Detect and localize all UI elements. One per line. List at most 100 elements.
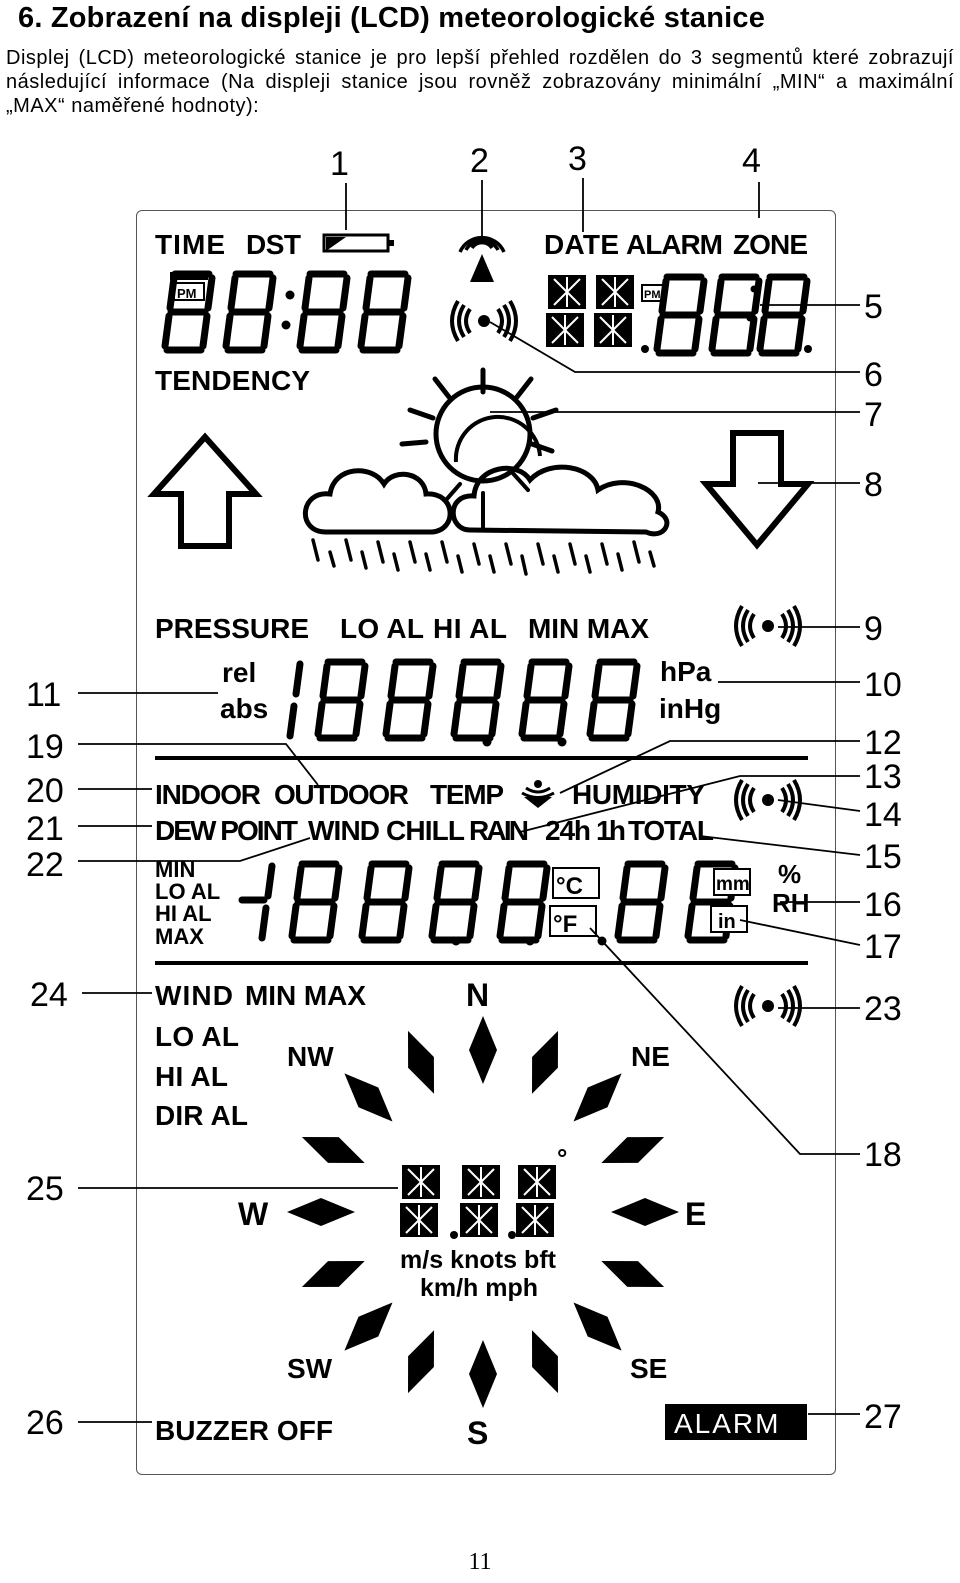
callout-number: 12: [864, 724, 902, 762]
pressure-display: [286, 662, 637, 747]
comfort-icon: [521, 780, 555, 808]
callout-number: 7: [864, 396, 883, 434]
compass-pointer: [532, 1330, 558, 1394]
compass-pointer: [301, 1137, 365, 1163]
time-display: PM: [165, 272, 408, 350]
dew-point-label: DEW POINT: [155, 815, 298, 846]
compass-pointer: [601, 1261, 665, 1287]
wind-min-max: MIN MAX: [245, 980, 366, 1011]
hpa-unit: hPa: [660, 656, 712, 687]
compass-e: E: [685, 1196, 706, 1232]
callout-number: 22: [26, 846, 64, 884]
callout-number: 13: [864, 758, 902, 796]
wind-speed-display: [399, 1164, 557, 1239]
compass-w: W: [238, 1196, 269, 1232]
pm-indicator: PM: [177, 286, 197, 301]
mm-unit: mm: [716, 874, 750, 895]
rain-label: RAIN: [469, 815, 529, 846]
compass-pointer: [301, 1261, 365, 1287]
callout-number: 1: [330, 145, 349, 183]
sun-icon: [399, 367, 559, 530]
callout-number: 23: [864, 990, 902, 1028]
compass-pointer: [408, 1330, 434, 1394]
callout-number: 27: [864, 1398, 902, 1436]
percent-unit: %: [778, 859, 801, 889]
temperature-display: °C °F mm in: [238, 864, 751, 946]
compass-pointer: [287, 1198, 355, 1226]
zone-label: ZONE: [733, 229, 808, 260]
compass-nw: NW: [287, 1041, 334, 1072]
temp-hi-al: HI AL: [155, 901, 212, 926]
callout-number: 24: [30, 976, 68, 1014]
buzzer-off-label: BUZZER OFF: [155, 1415, 333, 1446]
cloud-icon: [302, 464, 670, 537]
rh-unit: RH: [772, 888, 810, 918]
callout-number: 21: [26, 810, 64, 848]
alarm-label: ALARM: [626, 229, 723, 260]
callout-number: 19: [26, 728, 64, 766]
rain-1h-label: 1h: [596, 815, 626, 846]
in-unit: in: [718, 911, 736, 933]
abs-label: abs: [220, 693, 268, 724]
dir-al-label: DIR AL: [155, 1100, 248, 1131]
degree-symbol: °: [557, 1143, 567, 1173]
alarm-badge: ALARM: [674, 1408, 780, 1439]
time-label: TIME: [155, 229, 225, 260]
compass-pointer: [573, 1302, 622, 1351]
compass-pointer: [611, 1198, 679, 1226]
callout-number: 25: [26, 1170, 64, 1208]
temp-lo-al: LO AL: [155, 879, 220, 904]
max-label: MAX: [155, 924, 204, 949]
date-display: PM: [545, 275, 812, 353]
pm-indicator-date: PM: [644, 289, 661, 301]
page-heading: 6. Zobrazení na displeji (LCD) meteorolo…: [18, 2, 766, 34]
radio-wave-icon: [734, 778, 802, 822]
callout-number: 8: [864, 466, 883, 504]
compass-pointer: [573, 1073, 622, 1122]
callout-number: 9: [864, 610, 883, 648]
wind-chill-label: WIND CHILL: [308, 815, 465, 846]
callout-number: 17: [864, 928, 902, 966]
temp-label: TEMP: [430, 779, 504, 810]
callout-number: 11: [26, 676, 61, 714]
alarm-badge-bg: [665, 1404, 807, 1440]
rain-icon: [311, 538, 656, 576]
arrow-down-icon: [699, 430, 815, 550]
callout-number: 15: [864, 838, 902, 876]
callout-number: 14: [864, 796, 902, 834]
compass-pointer: [344, 1073, 393, 1122]
pressure-lo-al: LO AL: [340, 613, 424, 644]
speed-units-2: km/h mph: [420, 1274, 538, 1302]
compass-pointer: [532, 1030, 558, 1094]
compass-se: SE: [630, 1353, 667, 1384]
pressure-min-max: MIN MAX: [528, 613, 649, 644]
callout-number: 2: [470, 142, 489, 180]
fahrenheit-unit: °F: [553, 911, 577, 938]
speed-units-1: m/s knots bft: [400, 1246, 557, 1274]
outdoor-label: OUTDOOR: [274, 779, 409, 810]
radio-wave-icon: [734, 984, 802, 1028]
compass-n: N: [466, 977, 489, 1013]
compass-icon: [287, 1016, 679, 1408]
pressure-hi-al: HI AL: [433, 613, 507, 644]
pressure-label: PRESSURE: [155, 613, 309, 644]
humidity-label: HUMIDITY: [572, 779, 705, 810]
inhg-unit: inHg: [659, 693, 721, 724]
tendency-label: TENDENCY: [155, 365, 310, 396]
callout-number: 16: [864, 886, 902, 924]
arrow-up-icon: [147, 432, 263, 549]
radio-wave-icon: [734, 604, 802, 648]
callout-number: 20: [26, 772, 64, 810]
date-label: DATE: [544, 229, 619, 260]
callout-number: 6: [864, 356, 883, 394]
callout-number: 10: [864, 666, 902, 704]
callout-lines: [78, 178, 861, 1423]
compass-sw: SW: [287, 1353, 333, 1384]
compass-pointer: [601, 1137, 665, 1163]
compass-s: S: [467, 1415, 488, 1451]
battery-icon: [322, 233, 394, 253]
intro-paragraph: Displej (LCD) meteorologické stanice je …: [6, 47, 954, 117]
wind-hi-al: HI AL: [155, 1061, 228, 1092]
callout-number: 26: [26, 1404, 64, 1442]
